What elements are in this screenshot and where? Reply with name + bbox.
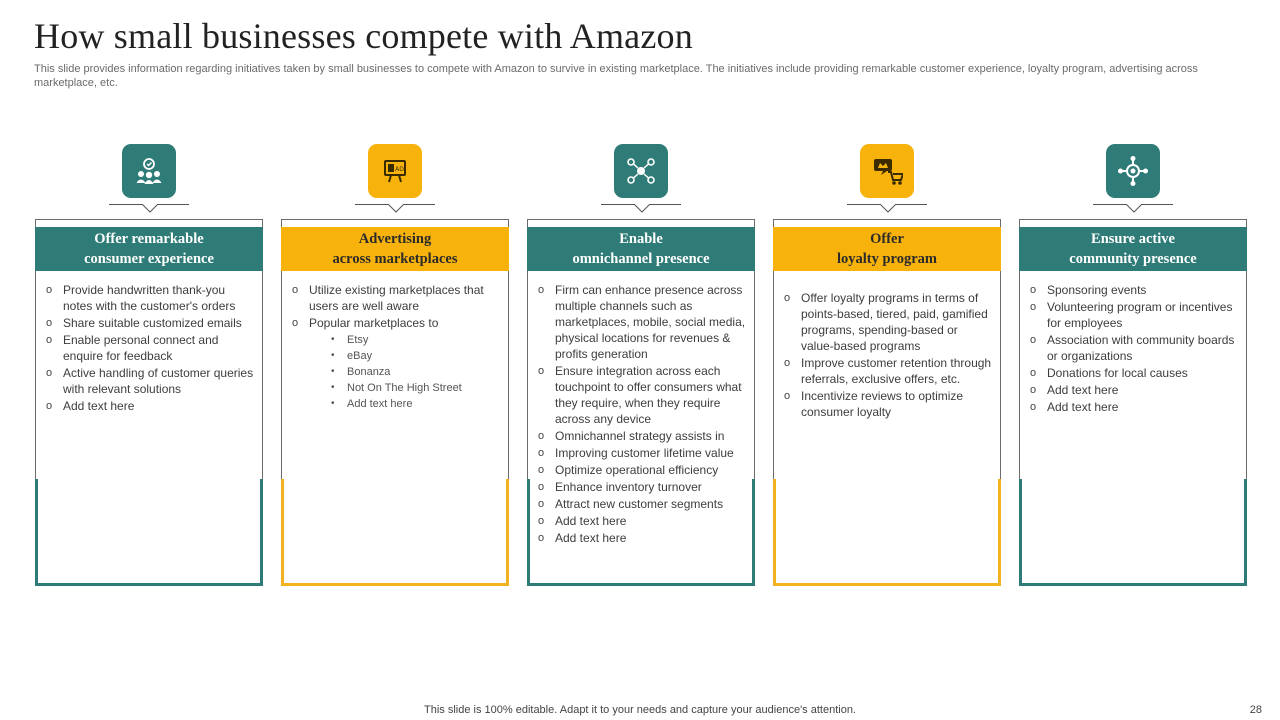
list-item: Firm can enhance presence across multipl… — [536, 282, 746, 362]
list-item: Enhance inventory turnover — [536, 479, 746, 495]
column-advertising: AD Advertising across marketplaces Utili… — [280, 144, 510, 586]
card-body: Sponsoring events Volunteering program o… — [1028, 282, 1238, 416]
list-item: Active handling of customer queries with… — [44, 365, 254, 397]
initiative-card: Enable omnichannel presence Firm can enh… — [527, 219, 755, 586]
card-header-line1: Enable — [619, 231, 663, 247]
card-accent-border — [527, 479, 755, 586]
sub-list-item: Etsy — [309, 332, 500, 348]
sub-list: Etsy eBay Bonanza Not On The High Street… — [309, 332, 500, 412]
list-item: Offer loyalty programs in terms of point… — [782, 290, 992, 354]
column-omnichannel: Enable omnichannel presence Firm can enh… — [526, 144, 756, 586]
card-body: Firm can enhance presence across multipl… — [536, 282, 746, 547]
page-number: 28 — [1249, 704, 1262, 716]
list-item: Omnichannel strategy assists in — [536, 428, 746, 444]
slide-footer: This slide is 100% editable. Adapt it to… — [424, 704, 856, 716]
list-item: Optimize operational efficiency — [536, 462, 746, 478]
sub-list-item: Add text here — [309, 396, 500, 412]
customer-experience-icon — [122, 144, 176, 198]
list-item: Attract new customer segments — [536, 496, 746, 512]
card-accent-border — [35, 479, 263, 586]
card-header: Ensure active community presence — [1019, 227, 1247, 271]
list-item: Add text here — [536, 530, 746, 546]
card-body: Offer loyalty programs in terms of point… — [782, 290, 992, 421]
list-item: Add text here — [536, 513, 746, 529]
initiative-card: Offer loyalty program Offer loyalty prog… — [773, 219, 1001, 586]
list-item-label: Popular marketplaces to — [309, 316, 439, 330]
card-header-line1: Ensure active — [1091, 231, 1175, 247]
list-item: Share suitable customized emails — [44, 315, 254, 331]
sub-list-item: Not On The High Street — [309, 380, 500, 396]
card-header-line2: omnichannel presence — [572, 251, 710, 267]
card-header-line1: Advertising — [358, 231, 432, 247]
community-hub-icon — [1106, 144, 1160, 198]
omnichannel-network-icon — [614, 144, 668, 198]
list-item: Sponsoring events — [1028, 282, 1238, 298]
list-item: Popular marketplaces to Etsy eBay Bonanz… — [290, 315, 500, 412]
card-header-line2: loyalty program — [836, 251, 937, 267]
card-header-line2: community presence — [1069, 251, 1197, 267]
card-accent-border — [1019, 479, 1247, 586]
slide-title: How small businesses compete with Amazon — [34, 16, 693, 56]
list-item: Utilize existing marketplaces that users… — [290, 282, 500, 314]
loyalty-cart-icon — [860, 144, 914, 198]
initiative-card: Advertising across marketplaces Utilize … — [281, 219, 509, 586]
column-consumer-experience: Offer remarkable consumer experience Pro… — [34, 144, 264, 586]
card-body: Utilize existing marketplaces that users… — [290, 282, 500, 413]
list-item: Donations for local causes — [1028, 365, 1238, 381]
list-item: Ensure integration across each touchpoin… — [536, 363, 746, 427]
card-header: Enable omnichannel presence — [527, 227, 755, 271]
svg-text:AD: AD — [395, 166, 404, 173]
sub-list-item: eBay — [309, 348, 500, 364]
card-header-line2: consumer experience — [84, 251, 214, 267]
list-item: Add text here — [44, 398, 254, 414]
list-item: Improving customer lifetime value — [536, 445, 746, 461]
list-item: Provide handwritten thank-you notes with… — [44, 282, 254, 314]
advertising-billboard-icon: AD — [368, 144, 422, 198]
list-item: Improve customer retention through refer… — [782, 355, 992, 387]
initiative-card: Offer remarkable consumer experience Pro… — [35, 219, 263, 586]
card-header: Offer loyalty program — [773, 227, 1001, 271]
list-item: Add text here — [1028, 382, 1238, 398]
list-item: Association with community boards or org… — [1028, 332, 1238, 364]
sub-list-item: Bonanza — [309, 364, 500, 380]
card-header-line1: Offer remarkable — [94, 231, 204, 247]
card-accent-border — [773, 479, 1001, 586]
card-body: Provide handwritten thank-you notes with… — [44, 282, 254, 415]
column-loyalty: Offer loyalty program Offer loyalty prog… — [772, 144, 1002, 586]
card-header: Offer remarkable consumer experience — [35, 227, 263, 271]
card-accent-border — [281, 479, 509, 586]
list-item: Volunteering program or incentives for e… — [1028, 299, 1238, 331]
column-community: Ensure active community presence Sponsor… — [1018, 144, 1248, 586]
card-header-line1: Offer — [870, 231, 904, 247]
initiative-card: Ensure active community presence Sponsor… — [1019, 219, 1247, 586]
list-item: Add text here — [1028, 399, 1238, 415]
card-header-line2: across marketplaces — [332, 251, 458, 267]
list-item: Incentivize reviews to optimize consumer… — [782, 388, 992, 420]
card-header: Advertising across marketplaces — [281, 227, 509, 271]
slide-subtitle: This slide provides information regardin… — [34, 63, 1198, 89]
list-item: Enable personal connect and enquire for … — [44, 332, 254, 364]
